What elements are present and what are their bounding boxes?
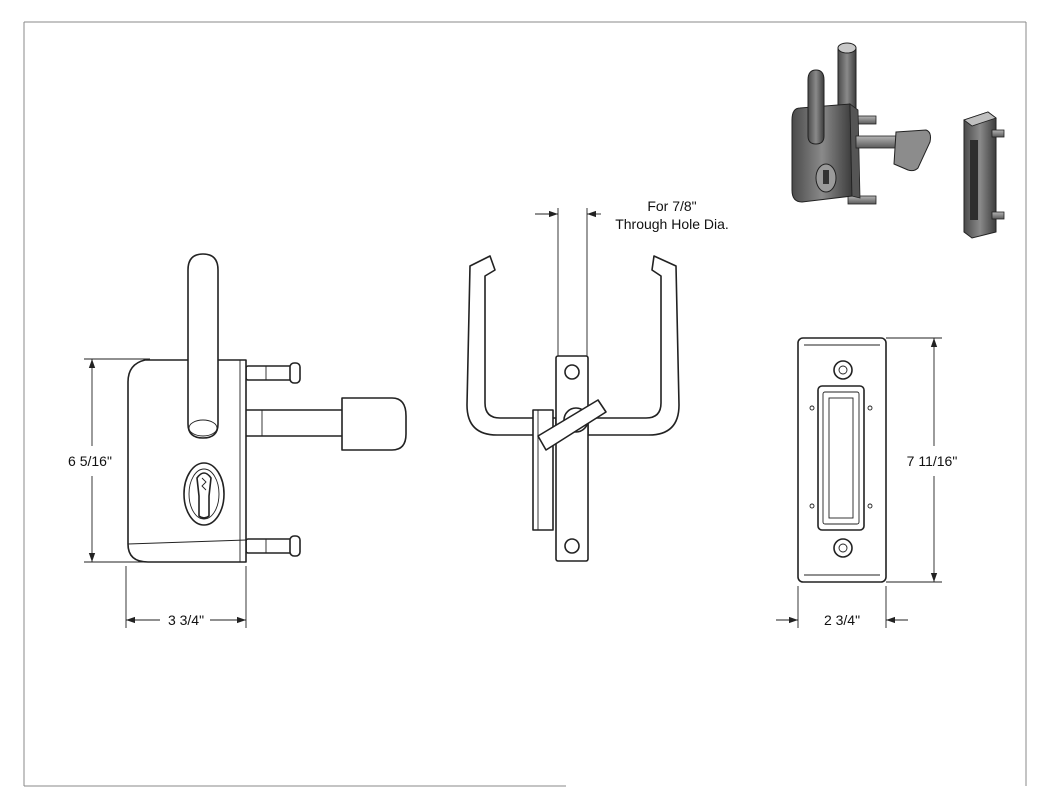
through-hole-label-line2: Through Hole Dia. [615, 216, 729, 232]
lock-isometric-view [791, 42, 931, 205]
lock-side-view [466, 255, 680, 562]
keeper-height-dimension: 7 11/16" [886, 337, 958, 583]
keeper-width-label: 2 3/4" [824, 612, 860, 628]
sheet-border [23, 21, 1027, 787]
through-hole-dimension: For 7/8" Through Hole Dia. [535, 198, 729, 356]
lock-height-dimension: 6 5/16" [68, 358, 150, 563]
keeper-front-view [797, 337, 887, 583]
lock-width-label: 3 3/4" [168, 612, 204, 628]
through-hole-label-line1: For 7/8" [647, 198, 696, 214]
lock-height-label: 6 5/16" [68, 453, 112, 469]
lock-width-dimension: 3 3/4" [125, 566, 247, 628]
lock-front-view [127, 253, 407, 563]
keeper-height-label: 7 11/16" [907, 453, 958, 469]
keeper-width-dimension: 2 3/4" [776, 586, 908, 628]
keeper-isometric-view [963, 111, 1005, 239]
